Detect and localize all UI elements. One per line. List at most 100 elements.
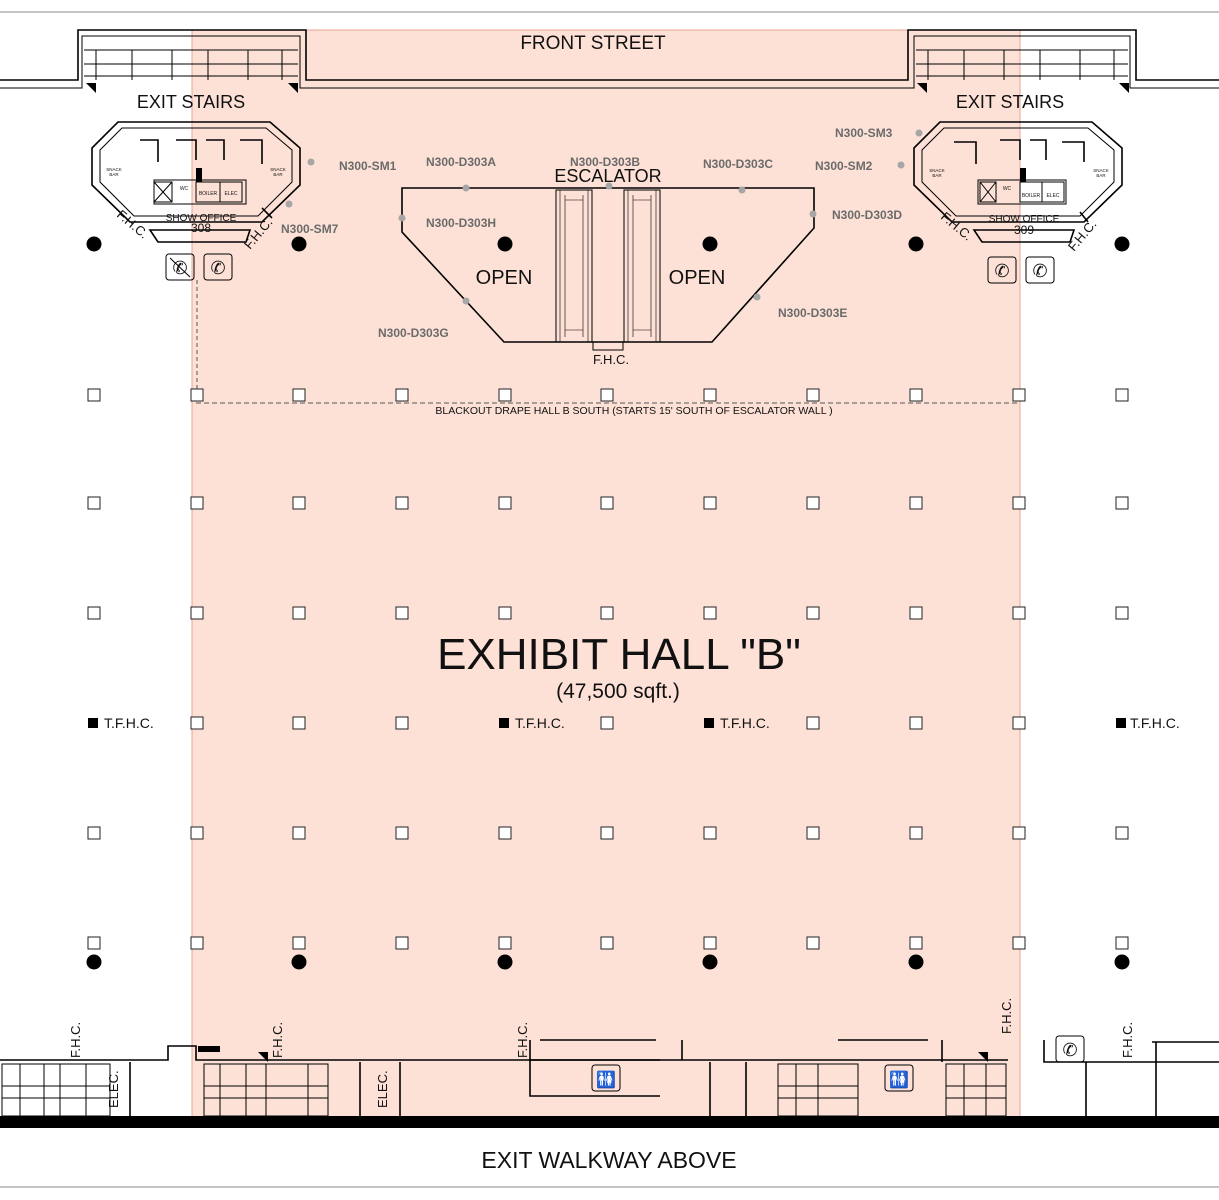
- column-marker: [87, 496, 101, 510]
- exit-stairs-left-label: EXIT STAIRS: [137, 92, 245, 112]
- marker-n300-sm3[interactable]: N300-SM3: [835, 126, 893, 140]
- column-marker: [292, 496, 306, 510]
- column-marker: [1012, 496, 1026, 510]
- svg-text:T.F.H.C.: T.F.H.C.: [104, 715, 154, 731]
- show-office-308[interactable]: SNACK BAR SNACK BAR WC BOILER ELEC SHOW …: [91, 121, 301, 243]
- marker-n300-sm2[interactable]: N300-SM2: [815, 159, 873, 173]
- column-marker: [292, 826, 306, 840]
- svg-text:✆: ✆: [210, 258, 225, 278]
- svg-text:ELEC: ELEC: [1046, 193, 1059, 199]
- restroom-icon: 🚻: [591, 1064, 621, 1092]
- column-grid: [86, 236, 1130, 970]
- tfhc-marker: T.F.H.C.: [1116, 715, 1180, 731]
- structural-column: [1114, 954, 1130, 970]
- column-marker: [292, 388, 306, 402]
- column-marker: [1115, 388, 1129, 402]
- structural-column: [908, 236, 924, 252]
- column-marker: [190, 496, 204, 510]
- svg-text:T.F.H.C.: T.F.H.C.: [720, 715, 770, 731]
- phone-icon: ✆: [203, 253, 233, 281]
- svg-text:308: 308: [191, 221, 211, 235]
- fhc-label: F.H.C.: [114, 207, 151, 242]
- column-marker: [395, 936, 409, 950]
- svg-text:WC: WC: [180, 186, 189, 192]
- column-marker: [806, 606, 820, 620]
- marker-n300-d303b[interactable]: N300-D303B: [570, 155, 640, 169]
- structural-column: [497, 954, 513, 970]
- column-marker: [190, 606, 204, 620]
- phone-icon: ✆: [165, 253, 195, 281]
- column-marker: [395, 826, 409, 840]
- tfhc-marker: T.F.H.C.: [88, 715, 154, 731]
- column-marker: [1115, 606, 1129, 620]
- svg-text:T.F.H.C.: T.F.H.C.: [1130, 715, 1180, 731]
- column-marker: [806, 716, 820, 730]
- column-marker: [87, 936, 101, 950]
- column-marker: [1115, 936, 1129, 950]
- hall-title: EXHIBIT HALL "B": [437, 630, 801, 679]
- column-marker: [190, 388, 204, 402]
- svg-text:BOILER: BOILER: [199, 191, 218, 197]
- svg-text:SNACK: SNACK: [1093, 168, 1109, 173]
- column-marker: [703, 936, 717, 950]
- svg-text:SNACK: SNACK: [270, 167, 286, 172]
- marker-n300-sm1[interactable]: N300-SM1: [339, 159, 397, 173]
- exhibit-hall-area[interactable]: [191, 29, 1021, 1121]
- show-office-309[interactable]: SNACK BAR SNACK BAR WC BOILER ELEC SHOW …: [913, 121, 1123, 243]
- fhc-label: F.H.C.: [515, 1022, 530, 1058]
- marker-n300-d303c[interactable]: N300-D303C: [703, 157, 773, 171]
- svg-text:✆: ✆: [1032, 261, 1047, 281]
- escalator-fhc-label: F.H.C.: [593, 352, 629, 367]
- column-marker: [806, 826, 820, 840]
- svg-text:BAR: BAR: [273, 172, 283, 177]
- column-marker: [600, 936, 614, 950]
- exit-stairs-right-label: EXIT STAIRS: [956, 92, 1064, 112]
- column-marker: [395, 388, 409, 402]
- structural-column: [702, 954, 718, 970]
- marker-n300-sm7[interactable]: N300-SM7: [281, 222, 339, 236]
- elec-label: ELEC.: [106, 1070, 121, 1108]
- column-marker: [600, 716, 614, 730]
- column-marker: [600, 606, 614, 620]
- column-marker: [703, 388, 717, 402]
- structural-column: [291, 954, 307, 970]
- marker-n300-d303d[interactable]: N300-D303D: [832, 208, 902, 222]
- column-marker: [498, 496, 512, 510]
- structural-column: [86, 236, 102, 252]
- svg-text:WC: WC: [1003, 186, 1012, 192]
- column-marker: [909, 388, 923, 402]
- structural-column: [497, 236, 513, 252]
- column-marker: [498, 606, 512, 620]
- svg-text:SHOW OFFICE: SHOW OFFICE: [166, 213, 237, 224]
- column-marker: [806, 936, 820, 950]
- marker-n300-d303e[interactable]: N300-D303E: [778, 306, 847, 320]
- column-marker: [703, 606, 717, 620]
- exit-walkway-label: EXIT WALKWAY ABOVE: [481, 1147, 736, 1173]
- phone-icon: ✆: [1055, 1035, 1085, 1063]
- marker-n300-d303g[interactable]: N300-D303G: [378, 326, 449, 340]
- column-marker: [703, 826, 717, 840]
- restroom-icon: 🚻: [884, 1064, 914, 1092]
- phone-icon: ✆: [987, 256, 1017, 284]
- structural-column: [1114, 236, 1130, 252]
- column-marker: [292, 606, 306, 620]
- column-marker: [909, 606, 923, 620]
- svg-text:✆: ✆: [1062, 1040, 1077, 1060]
- svg-text:309: 309: [1014, 223, 1034, 237]
- column-marker: [498, 936, 512, 950]
- column-marker: [1115, 826, 1129, 840]
- marker-n300-d303h[interactable]: N300-D303H: [426, 216, 496, 230]
- column-marker: [1012, 936, 1026, 950]
- open-left-label: OPEN: [476, 267, 533, 289]
- column-marker: [498, 388, 512, 402]
- column-marker: [1012, 388, 1026, 402]
- marker-n300-d303a[interactable]: N300-D303A: [426, 155, 496, 169]
- fhc-label: F.H.C.: [270, 1022, 285, 1058]
- hall-area: (47,500 sqft.): [556, 680, 680, 703]
- escalator[interactable]: [401, 187, 815, 351]
- column-marker: [498, 826, 512, 840]
- tfhc-marker: T.F.H.C.: [499, 715, 565, 731]
- svg-text:🚻: 🚻: [889, 1070, 909, 1089]
- column-marker: [87, 606, 101, 620]
- column-marker: [87, 826, 101, 840]
